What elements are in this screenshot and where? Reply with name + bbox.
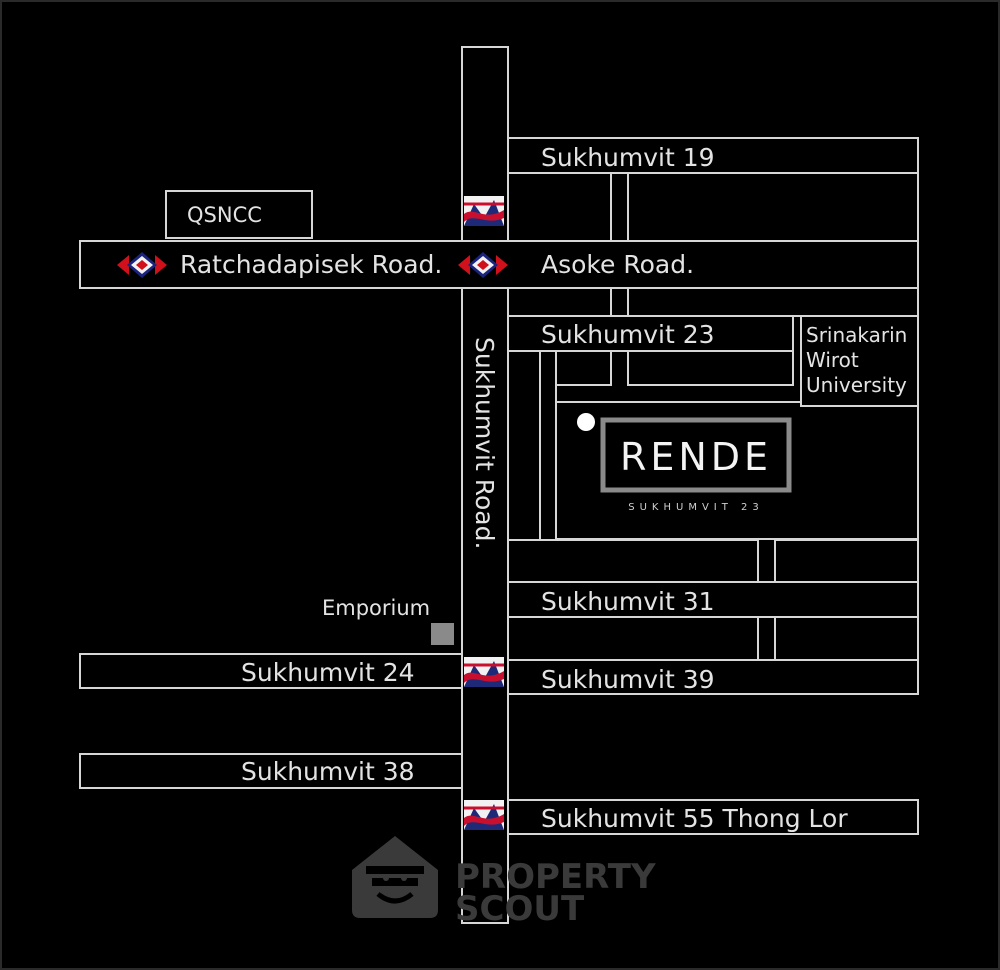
block [627, 287, 919, 317]
project-subtitle: SUKHUMVIT 23 [628, 502, 764, 513]
qsncc-box [165, 190, 313, 239]
soi-39-label: Sukhumvit 39 [541, 665, 715, 694]
soi-19-road [507, 137, 919, 174]
block [539, 350, 557, 541]
soi-38-road [79, 753, 463, 789]
block [507, 287, 612, 317]
block [627, 350, 794, 386]
block [507, 616, 759, 661]
watermark-line2: SCOUT [455, 889, 585, 929]
block [507, 539, 759, 583]
soi-23-label: Sukhumvit 23 [541, 320, 715, 349]
block [774, 616, 919, 661]
swu-label-line3: University [806, 373, 907, 397]
swu-box [800, 315, 919, 407]
block [774, 539, 919, 583]
soi-39-road [507, 659, 919, 695]
emporium-marker [431, 623, 454, 645]
location-pin-icon [577, 413, 595, 431]
soi-55-road [507, 799, 919, 835]
soi-55-label: Sukhumvit 55 Thong Lor [541, 804, 848, 833]
soi-24-label: Sukhumvit 24 [241, 658, 415, 687]
ratchadapisek-label: Ratchadapisek Road. [180, 250, 442, 279]
soi-31-label: Sukhumvit 31 [541, 587, 715, 616]
soi-31-road [507, 581, 919, 618]
swu-label-line2: Wirot [806, 348, 859, 372]
block [627, 172, 919, 242]
block [507, 172, 612, 242]
qsncc-label: QSNCC [187, 203, 262, 227]
soi-19-label: Sukhumvit 19 [541, 143, 715, 172]
property-scout-logo-icon [352, 836, 438, 918]
asoke-label: Asoke Road. [541, 250, 694, 279]
swu-label-line1: Srinakarin [806, 323, 907, 347]
block [555, 350, 612, 386]
sukhumvit-road-label: Sukhumvit Road. [470, 337, 499, 549]
bts-station-icon [462, 655, 506, 689]
project-logo-box [600, 417, 792, 493]
soi-23-road [507, 315, 794, 352]
soi-38-label: Sukhumvit 38 [241, 757, 415, 786]
soi-24-road [79, 653, 463, 689]
bts-station-icon [462, 194, 506, 228]
watermark-line1: PROPERTY [455, 857, 656, 897]
project-name: RENDE [620, 435, 772, 479]
bts-station-icon [462, 798, 506, 832]
emporium-label: Emporium [322, 596, 430, 620]
